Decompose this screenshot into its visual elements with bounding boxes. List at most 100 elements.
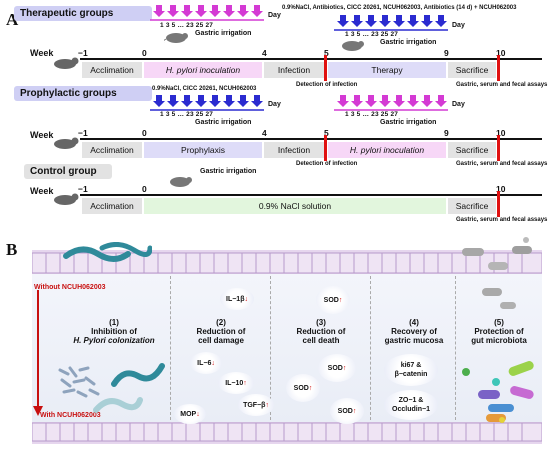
h-pylori-icon [92, 392, 144, 421]
prophylactic-treatment-note: 0.9%NaCl, CICC 20261, NCUH062003 [152, 86, 257, 92]
column-title-line: gastric mucosa [384, 336, 444, 345]
segment-sacrifice: Sacrifice [448, 142, 496, 158]
timeline-axis [80, 58, 542, 60]
panel-b-label: B [6, 240, 18, 259]
h-pylori-icon [62, 242, 153, 269]
therapeutic-title: Therapeutic groups [14, 6, 152, 21]
segment-infection: Infection [264, 62, 324, 78]
column-divider [455, 276, 456, 420]
up-arrow-icon: ↑ [308, 384, 313, 392]
detection-marker [324, 55, 327, 81]
week-label: Week [30, 130, 54, 140]
down-arrow-icon: ↓ [196, 410, 200, 418]
column-divider [370, 276, 371, 420]
zo1-marker: ZO−1 & Occludin−1 [384, 390, 438, 420]
therapeutic-day-label-2: Day [452, 22, 465, 29]
sod-marker: SOD↑ [318, 354, 356, 382]
sacrifice-marker [497, 191, 500, 217]
segment-infection: Infection [264, 142, 324, 158]
column-title-line: cell damage [198, 336, 244, 345]
column-number: (1) [109, 318, 119, 327]
segment-acclimation: Acclimation [82, 198, 142, 214]
week-label: Week [30, 48, 54, 58]
tick-label: 10 [496, 48, 506, 58]
marker-label: β−catenin [394, 371, 428, 378]
il1b-marker: IL−1β↓ [220, 288, 254, 310]
segment-inoculation: H. pylori inoculation [144, 62, 262, 78]
mouse-icon [52, 54, 80, 75]
prophylactic-inoculation-arrows [332, 93, 450, 115]
prophylactic-days: 1 3 5 … 23 25 27 [160, 111, 214, 118]
mouse-icon [162, 30, 190, 49]
column-number: (3) [316, 318, 326, 327]
assays-label: Gastric, serum and fecal assays [456, 217, 548, 223]
control-title: Control group [24, 164, 112, 179]
tick-label: 4 [262, 128, 267, 138]
sod-marker: SOD↑ [286, 374, 320, 402]
tick-label: 0 [142, 128, 147, 138]
control-gastric: Gastric irrigation [200, 168, 257, 175]
tick-label: 4 [262, 48, 267, 58]
prophylactic-gastric-left: Gastric irrigation [195, 119, 252, 126]
assays-label: Gastric, serum and fecal assays [456, 82, 548, 88]
detection-label: Detection of infection [296, 161, 358, 167]
column-1-heading: (1) Inhibition of H. Pylori colonization [64, 318, 164, 345]
column-number: (2) [216, 318, 226, 327]
prophylactic-days-2: 1 3 5 … 23 25 27 [345, 111, 399, 118]
up-arrow-icon: ↑ [352, 407, 357, 415]
marker-label: SOD [323, 296, 339, 304]
mouse-icon [168, 174, 194, 193]
column-title-line: gut microbiota [471, 336, 527, 345]
therapeutic-day-label: Day [268, 12, 281, 19]
prophylactic-gastric-right: Gastric irrigation [380, 119, 437, 126]
tick-label: 10 [496, 184, 506, 194]
up-arrow-icon: ↑ [338, 296, 343, 304]
timeline-axis [80, 194, 542, 196]
prophylactic-day-label-2: Day [452, 101, 465, 108]
up-arrow-icon: ↑ [243, 379, 247, 387]
down-arrow-icon: ↓ [244, 295, 248, 303]
segment-therapy: Therapy [328, 62, 446, 78]
marker-label: SOD [293, 384, 309, 392]
tick-label: 10 [496, 128, 506, 138]
gut-microbe-icon [458, 360, 542, 429]
week-label: Week [30, 186, 54, 196]
tick-label: 9 [444, 128, 449, 138]
segment-acclimation: Acclimation [82, 62, 142, 78]
marker-label: SOD [327, 364, 343, 372]
tick-label: 0 [142, 184, 147, 194]
sod-marker: SOD↑ [330, 398, 364, 424]
column-divider [270, 276, 271, 420]
prophylactic-title: Prophylactic groups [14, 86, 152, 101]
tick-label: 5 [324, 128, 329, 138]
sacrifice-marker [497, 135, 500, 161]
tick-label: 5 [324, 48, 329, 58]
therapeutic-days: 1 3 5 … 23 25 27 [160, 22, 214, 29]
column-title-line: Reduction of [196, 327, 246, 336]
mouse-icon [340, 38, 366, 57]
with-label: With NCUH062003 [40, 412, 101, 419]
marker-label: TGF−β [243, 401, 266, 409]
mop-marker: MOP↓ [174, 404, 206, 424]
marker-label: IL−6 [197, 359, 212, 367]
therapeutic-inoculation-arrows [148, 3, 266, 25]
marker-label: IL−10 [225, 379, 244, 387]
timeline-axis [80, 138, 542, 140]
ki67-marker: ki67 & β−catenin [384, 354, 438, 386]
with-without-arrow [32, 276, 62, 425]
column-title-line: H. Pylori colonization [73, 336, 155, 345]
gut-microbe-icon [458, 236, 542, 315]
bacteria-cluster-icon [56, 364, 104, 405]
column-3-heading: (3) Reduction of cell death [272, 318, 370, 345]
column-2-heading: (2) Reduction of cell damage [172, 318, 270, 345]
column-title-line: cell death [302, 336, 340, 345]
column-divider [170, 276, 171, 420]
marker-label: SOD [337, 407, 353, 415]
column-5-heading: (5) Protection of gut microbiota [456, 318, 542, 345]
up-arrow-icon: ↑ [265, 401, 269, 409]
column-number: (5) [494, 318, 504, 327]
segment-sacrifice: Sacrifice [448, 198, 496, 214]
il10-marker: IL−10↑ [218, 372, 254, 394]
sod-marker: SOD↑ [316, 286, 350, 314]
segment-prophylaxis: Prophylaxis [144, 142, 262, 158]
